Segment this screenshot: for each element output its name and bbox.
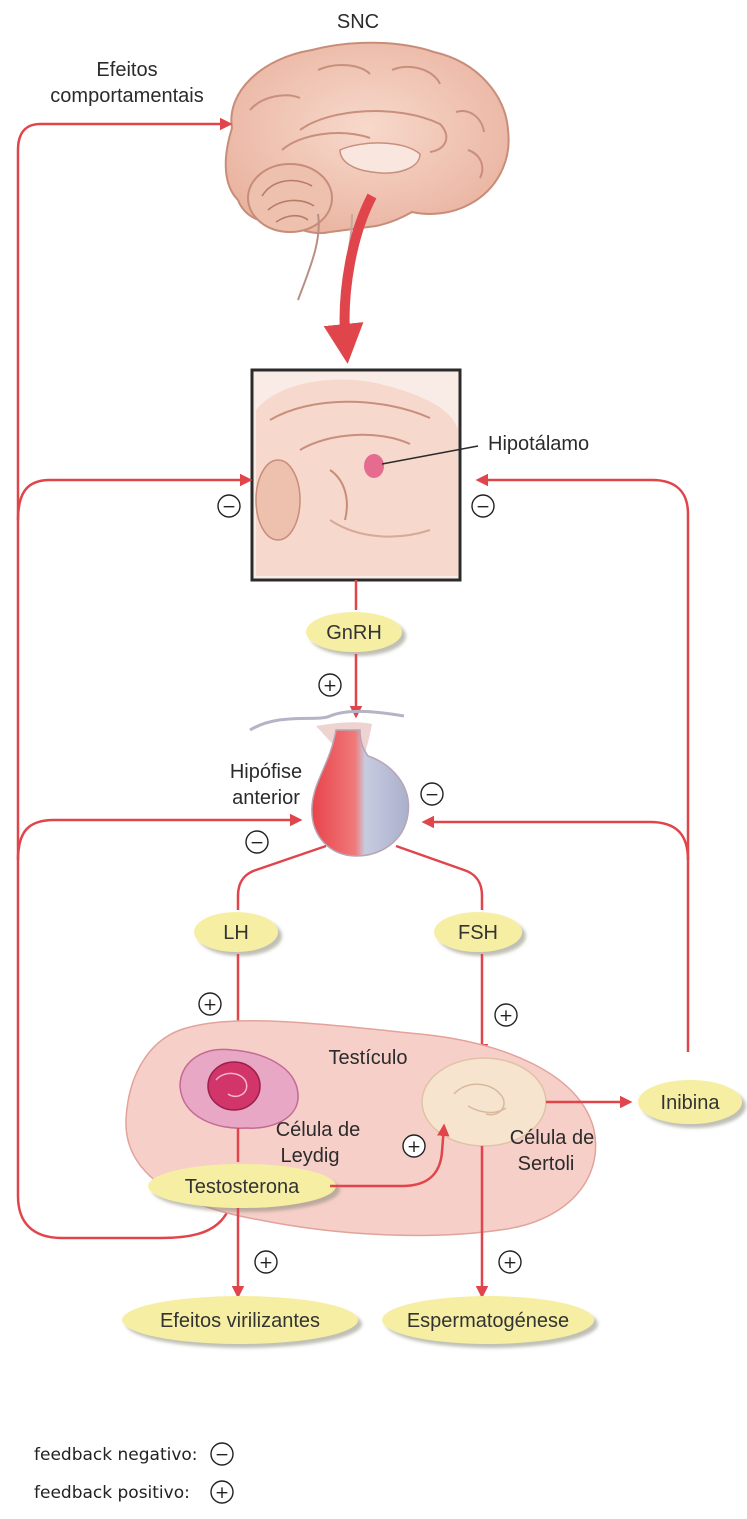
inhibin-to-pituitary-arrow — [424, 822, 688, 860]
virilizing-effects-label: Efeitos virilizantes — [160, 1310, 320, 1332]
testosterone-feedback-left-line — [18, 124, 230, 1100]
positive-feedback-sign-virilizing: + — [255, 1251, 277, 1273]
legend: feedback negativo: − feedback positivo: … — [34, 1443, 233, 1503]
brain-illustration — [226, 43, 509, 300]
negative-feedback-sign-hypothalamus-right: − — [472, 495, 494, 517]
svg-text:+: + — [499, 1006, 513, 1026]
leydig-label-line1: Célula de — [276, 1119, 361, 1141]
sertoli-label-line2: Sertoli — [518, 1153, 575, 1175]
svg-text:+: + — [215, 1483, 229, 1503]
positive-feedback-sign-spermatogenesis: + — [499, 1251, 521, 1273]
leydig-label-line2: Leydig — [281, 1145, 340, 1167]
svg-text:−: − — [215, 1445, 229, 1465]
snc-label: SNC — [337, 11, 379, 33]
svg-text:−: − — [425, 785, 439, 805]
inhibin-feedback-right-line — [478, 480, 688, 1052]
svg-text:+: + — [503, 1253, 517, 1273]
hypothalamus-box — [252, 370, 460, 580]
hypothalamus-label: Hipotálamo — [488, 433, 589, 455]
negative-feedback-sign-pituitary-right: − — [421, 783, 443, 805]
behavioral-effects-label-line2: comportamentais — [50, 85, 203, 107]
testosterone-label: Testosterona — [185, 1176, 300, 1198]
svg-text:+: + — [323, 676, 337, 696]
spermatogenesis-label: Espermatogénese — [407, 1310, 569, 1332]
legend-negative-symbol: − — [211, 1443, 233, 1465]
testis-label: Testículo — [329, 1047, 408, 1069]
positive-feedback-sign-fsh: + — [495, 1004, 517, 1026]
svg-text:−: − — [476, 497, 490, 517]
legend-positive-symbol: + — [211, 1481, 233, 1503]
svg-text:+: + — [259, 1253, 273, 1273]
svg-text:−: − — [222, 497, 236, 517]
svg-text:+: + — [407, 1137, 421, 1157]
negative-feedback-sign-hypothalamus-left: − — [218, 495, 240, 517]
anterior-pituitary-illustration — [250, 711, 409, 856]
positive-feedback-sign-testosterone-sertoli: + — [403, 1135, 425, 1157]
sertoli-label-line1: Célula de — [510, 1127, 595, 1149]
pituitary-label-line1: Hipófise — [230, 761, 302, 783]
pituitary-to-lh-line — [238, 846, 326, 910]
positive-feedback-sign-lh: + — [199, 993, 221, 1015]
lh-label: LH — [223, 922, 249, 944]
behavioral-effects-label-line1: Efeitos — [96, 59, 157, 81]
svg-text:−: − — [250, 833, 264, 853]
negative-feedback-sign-pituitary-left: − — [246, 831, 268, 853]
positive-feedback-sign-gnrh: + — [319, 674, 341, 696]
legend-positive-label: feedback positivo: — [34, 1483, 190, 1503]
pituitary-label-line2: anterior — [232, 787, 300, 809]
testosterone-to-hypothalamus-arrow — [18, 480, 250, 520]
svg-text:+: + — [203, 995, 217, 1015]
pituitary-to-fsh-line — [396, 846, 482, 910]
legend-negative-label: feedback negativo: — [34, 1445, 198, 1465]
inhibin-label: Inibina — [661, 1092, 721, 1114]
fsh-label: FSH — [458, 922, 498, 944]
gnrh-label: GnRH — [326, 622, 382, 644]
